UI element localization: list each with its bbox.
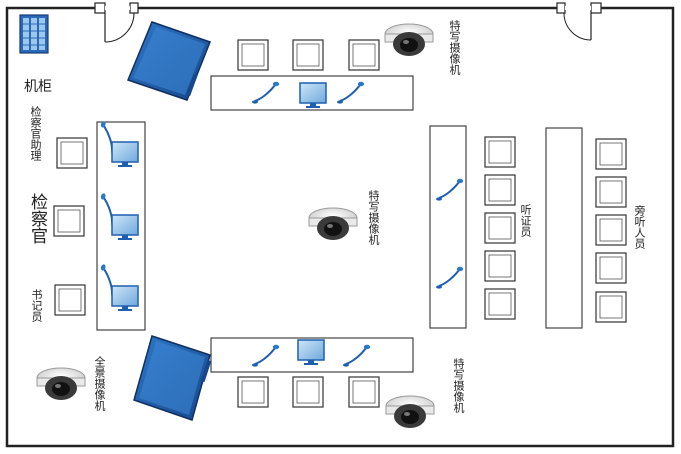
chair-observer-1 xyxy=(595,138,627,170)
observers-label: 旁听人员 xyxy=(633,205,646,249)
prosecutor-label: 检察官 xyxy=(27,193,47,244)
chair-witness-4 xyxy=(484,250,516,282)
closeup-camera-center-icon xyxy=(308,207,358,241)
panorama-camera-label: 全景摄像机 xyxy=(93,356,106,411)
closeup-camera-top-icon xyxy=(384,23,434,57)
top-table xyxy=(210,75,414,111)
chair-witness-1 xyxy=(484,136,516,168)
witnesses-label: 听证员 xyxy=(519,204,532,237)
cabinet-label: 机柜 xyxy=(24,79,52,95)
chair-witness-5 xyxy=(484,288,516,320)
door-left xyxy=(94,2,139,43)
closeup-camera-top-label: 特写摄像机 xyxy=(448,20,461,75)
chair-witness-2 xyxy=(484,174,516,206)
assistant-prosecutor-label: 检察官助理 xyxy=(29,106,42,161)
bottom-table xyxy=(210,337,414,373)
chair-bottom-3 xyxy=(348,376,380,408)
left-table xyxy=(91,119,146,331)
chair-assistant xyxy=(56,137,88,169)
chair-top-2 xyxy=(292,39,324,71)
chair-top-3 xyxy=(348,39,380,71)
panorama-camera-icon xyxy=(36,367,86,401)
chair-bottom-2 xyxy=(292,376,324,408)
observer-bench xyxy=(545,127,583,329)
cabinet-icon xyxy=(19,14,49,54)
chair-prosecutor xyxy=(53,205,85,237)
witness-table xyxy=(429,125,467,329)
chair-observer-4 xyxy=(595,252,627,284)
chair-top-1 xyxy=(237,39,269,71)
closeup-camera-center-label: 特写摄像机 xyxy=(367,190,380,245)
chair-witness-3 xyxy=(484,212,516,244)
chair-bottom-1 xyxy=(237,376,269,408)
chair-observer-5 xyxy=(595,291,627,323)
large-monitor-top xyxy=(127,21,211,101)
chair-observer-2 xyxy=(595,176,627,208)
clerk-label: 书记员 xyxy=(30,289,43,322)
closeup-camera-bottom-label: 特写摄像机 xyxy=(452,358,465,413)
chair-clerk xyxy=(54,284,86,316)
large-monitor-bottom xyxy=(133,335,212,421)
closeup-camera-bottom-icon xyxy=(385,395,435,429)
room-wall xyxy=(5,6,675,448)
chair-observer-3 xyxy=(595,214,627,246)
door-right xyxy=(556,2,602,41)
